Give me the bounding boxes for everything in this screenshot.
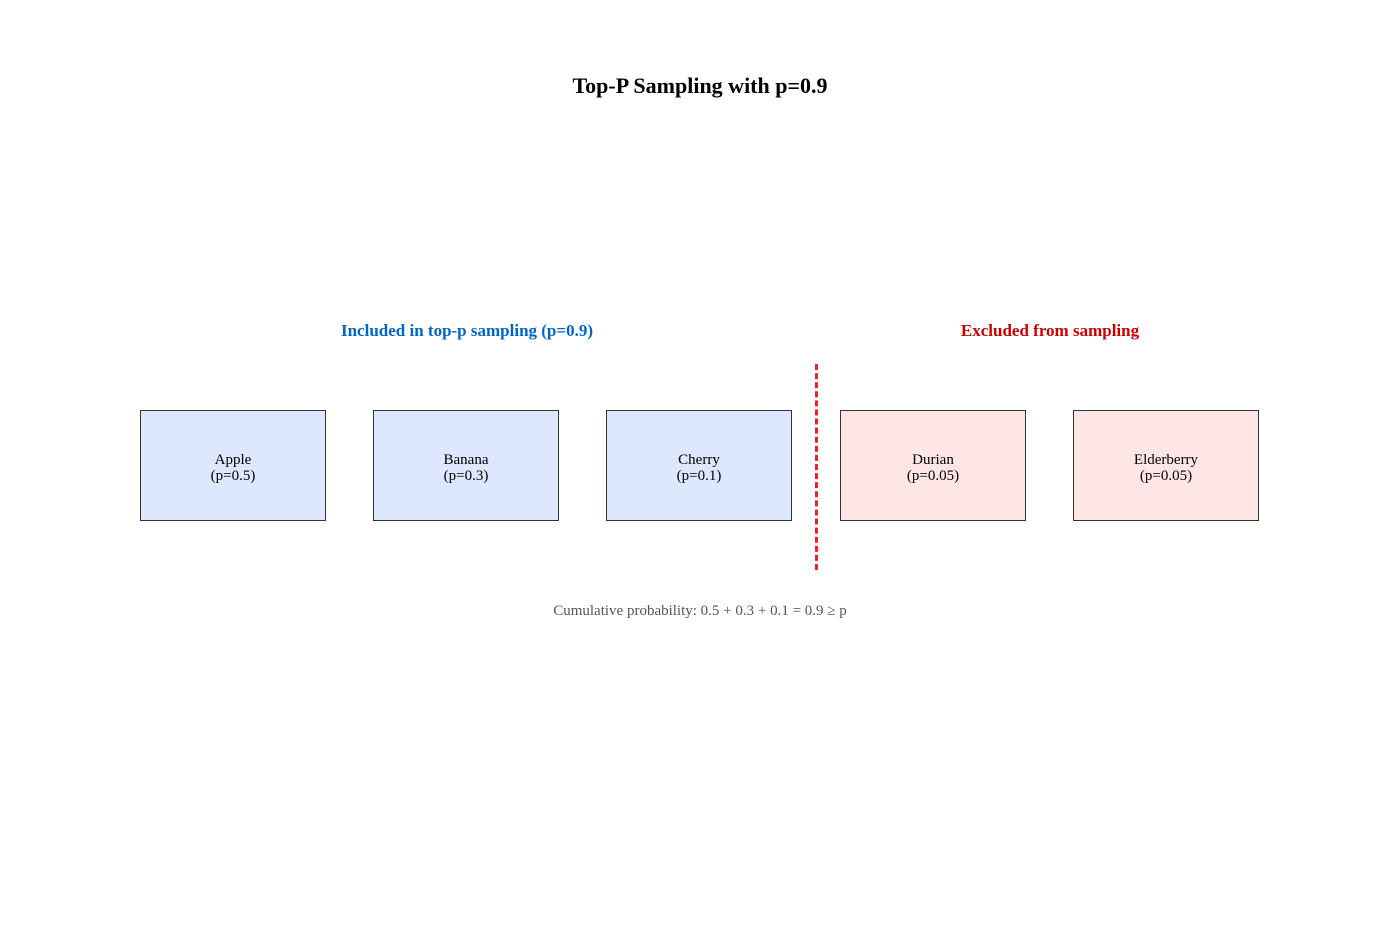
token-name: Banana [443, 452, 489, 468]
included-group-label: Included in top-p sampling (p=0.9) [340, 321, 593, 340]
cumulative-probability-note: Cumulative probability: 0.5 + 0.3 + 0.1 … [553, 603, 847, 619]
token-probability: (p=0.05) [906, 468, 960, 484]
diagram-title: Top-P Sampling with p=0.9 [572, 73, 828, 98]
excluded-group-label: Excluded from sampling [960, 321, 1140, 340]
token-box-elderberry: Elderberry (p=0.05) [1073, 410, 1259, 521]
token-name: Cherry [678, 452, 720, 468]
token-probability: (p=0.3) [443, 468, 489, 484]
token-probability: (p=0.1) [676, 468, 722, 484]
token-probability: (p=0.5) [210, 468, 256, 484]
token-name: Apple [214, 452, 252, 468]
token-box-banana: Banana (p=0.3) [373, 410, 559, 521]
token-name: Durian [912, 452, 954, 468]
token-probability: (p=0.05) [1139, 468, 1193, 484]
token-box-apple: Apple (p=0.5) [140, 410, 326, 521]
token-box-cherry: Cherry (p=0.1) [606, 410, 792, 521]
token-box-durian: Durian (p=0.05) [840, 410, 1026, 521]
token-name: Elderberry [1133, 452, 1199, 468]
cutoff-divider [815, 364, 818, 570]
